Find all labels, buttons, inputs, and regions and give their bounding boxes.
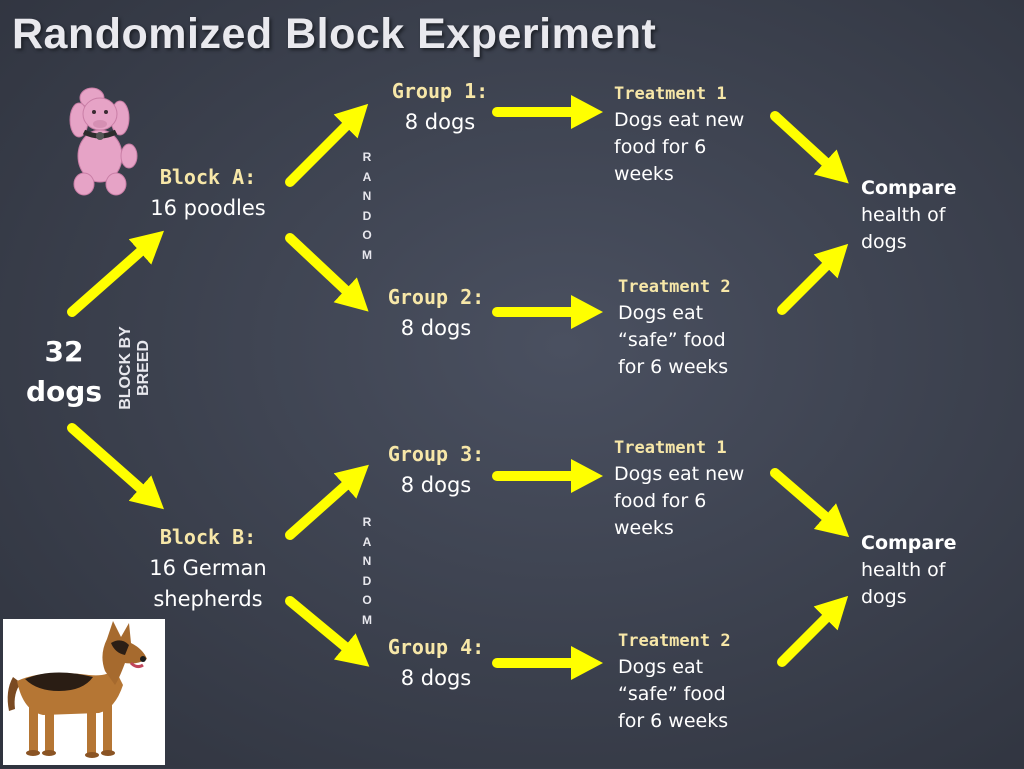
random-letter: R [362, 515, 372, 529]
treatment-2-desc: for 6 weeks [618, 356, 729, 378]
treatment-3-label: Treatment 1 [614, 438, 727, 458]
compare-top: Compare health of dogs [861, 175, 956, 256]
group-4-label: Group 4: [387, 635, 485, 659]
block-b-label: Block B: [159, 525, 257, 549]
treatment-4-desc: “safe” food [618, 683, 726, 705]
arrow-total-to-block-b [67, 423, 164, 510]
compare-top-text: health of [861, 204, 946, 226]
group-3-label: Group 3: [387, 442, 485, 466]
compare-bottom: Compare health of dogs [861, 530, 956, 611]
treatment-4: Treatment 2 Dogs eat “safe” food for 6 w… [618, 629, 731, 735]
treatment-3-desc: Dogs eat new [614, 463, 745, 485]
compare-bottom-label: Compare [861, 532, 957, 554]
block-by-breed-line-1: BLOCK BY [117, 326, 134, 410]
group-1: Group 1: 8 dogs [370, 76, 510, 138]
treatment-4-label: Treatment 2 [618, 631, 731, 651]
compare-top-text: dogs [861, 231, 907, 253]
block-b-desc-line-2: shepherds [153, 587, 263, 611]
treatment-1-desc: food for 6 [614, 136, 707, 158]
group-3-count: 8 dogs [400, 473, 472, 497]
block-b-desc-line-1: 16 German [149, 556, 267, 580]
random-letter: N [362, 189, 372, 203]
treatment-4-desc: for 6 weeks [618, 710, 729, 732]
treatment-1-desc: weeks [614, 163, 674, 185]
arrow-treatment-2-to-compare [777, 243, 849, 315]
treatment-3-desc: weeks [614, 517, 674, 539]
treatment-1: Treatment 1 Dogs eat new food for 6 week… [614, 82, 744, 188]
treatment-1-label: Treatment 1 [614, 84, 727, 104]
arrow-block-a-to-group-1 [285, 103, 369, 187]
random-letter: A [362, 169, 372, 184]
treatment-1-desc: Dogs eat new [614, 109, 745, 131]
arrow-total-to-block-a [67, 230, 164, 317]
group-3: Group 3: 8 dogs [366, 439, 506, 501]
treatment-3-desc: food for 6 [614, 490, 707, 512]
treatment-2-desc: Dogs eat [618, 302, 704, 324]
group-1-count: 8 dogs [404, 110, 476, 134]
total-dogs-label: 32 dogs [22, 332, 106, 412]
random-label-bottom: R A N D O M [360, 513, 374, 630]
arrow-block-b-to-group-3 [285, 464, 369, 540]
random-letter: M [362, 612, 372, 627]
treatment-2: Treatment 2 Dogs eat “safe” food for 6 w… [618, 275, 731, 381]
treatment-3: Treatment 1 Dogs eat new food for 6 week… [614, 436, 744, 542]
block-a-desc: 16 poodles [150, 196, 266, 220]
block-a: Block A: 16 poodles [128, 162, 288, 224]
random-letter: D [362, 573, 372, 588]
treatment-2-desc: “safe” food [618, 329, 726, 351]
poodle-photo [69, 87, 138, 196]
treatment-4-desc: Dogs eat [618, 656, 704, 678]
group-2-label: Group 2: [387, 285, 485, 309]
compare-bottom-text: dogs [861, 586, 907, 608]
compare-top-label: Compare [861, 177, 957, 199]
block-by-breed-line-2: BREED [135, 340, 152, 397]
page-title: Randomized Block Experiment [12, 10, 657, 58]
group-1-label: Group 1: [391, 79, 489, 103]
random-letter: M [362, 247, 372, 262]
random-letter: A [362, 534, 372, 549]
group-4-count: 8 dogs [400, 666, 472, 690]
random-letter: O [362, 593, 372, 607]
arrow-treatment-4-to-compare [777, 595, 849, 667]
arrow-block-a-to-group-2 [285, 233, 369, 312]
random-letter: D [362, 208, 372, 223]
random-letter: N [362, 554, 372, 568]
arrow-block-b-to-group-4 [285, 596, 370, 667]
total-count: 32 [44, 335, 84, 368]
german-shepherd-photo [3, 619, 165, 765]
compare-bottom-text: health of [861, 559, 946, 581]
block-a-label: Block A: [159, 165, 257, 189]
arrow-treatment-3-to-compare [770, 468, 850, 538]
block-by-breed-label: BLOCK BY BREED [117, 326, 153, 410]
group-2: Group 2: 8 dogs [366, 282, 506, 344]
treatment-2-label: Treatment 2 [618, 277, 731, 297]
arrow-treatment-1-to-compare [770, 111, 849, 184]
group-4: Group 4: 8 dogs [366, 632, 506, 694]
random-letter: R [362, 150, 372, 164]
random-letter: O [362, 228, 372, 242]
random-label-top: R A N D O M [360, 148, 374, 265]
total-unit: dogs [26, 375, 102, 408]
group-2-count: 8 dogs [400, 316, 472, 340]
block-b: Block B: 16 German shepherds [128, 522, 288, 615]
